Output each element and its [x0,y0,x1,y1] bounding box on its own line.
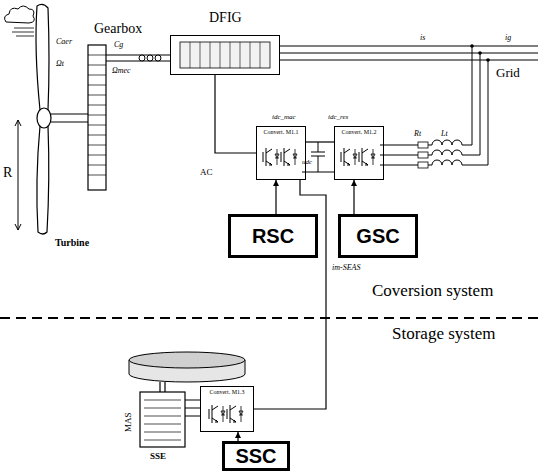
part-label: R [3,166,12,180]
radius-dimension [15,120,21,230]
part-label: Cg [114,41,123,49]
turbine-blade [37,126,49,234]
part-label: im-SEAS [332,264,360,272]
dfig-stator [180,42,270,68]
part-label: idc_res [328,114,348,121]
filter-resistor [418,162,428,168]
converter-box: Convert. M1.1 [256,126,306,180]
gear-teeth [88,55,106,175]
part-label: is [420,34,425,42]
connector-line [215,75,256,153]
connector [306,142,334,143]
flywheel-shaft [160,382,165,392]
converter-label: Convert. M1.1 [257,127,305,136]
controller-label: RSC [252,226,294,246]
connector-line [306,141,334,142]
converter-box: Convert. M1.2 [334,126,384,180]
turbine-blade [36,4,49,110]
filter-resistor [418,152,428,158]
part-label: Caer [56,38,72,46]
coupling [147,55,153,61]
control-box: SSC [222,441,290,471]
induction-machine [140,392,185,447]
part-label: Coversion system [372,282,493,299]
separator-line [0,317,543,319]
cloud [5,6,35,23]
arrow-head [351,180,357,186]
part-label: Rt [414,130,421,138]
part-label: SSE [150,452,166,461]
junction-dot [478,51,482,55]
part-label: Gearbox [94,22,142,36]
junction-dot [470,44,474,48]
dfig-windings [190,42,260,68]
flywheel-top [129,352,245,368]
control-box: GSC [338,214,418,258]
connector [273,180,279,214]
part-label: Storage system [392,325,495,342]
control-box: RSC [228,214,318,258]
part-label: AC [200,168,213,177]
high-speed-shaft [106,55,170,61]
arrow-head [273,180,279,186]
junction-dot [486,58,490,62]
connector [351,180,357,214]
part-label: Ωmec [112,67,131,75]
part-label: Ωt [56,60,64,68]
gearbox-gear [88,45,106,190]
converter-label: Convert. M1.2 [335,127,383,136]
wind-lines [12,28,34,36]
part-label: udc [302,159,312,166]
machine-wires [185,400,200,416]
turbine-hub [37,108,51,128]
part-label: Grid [496,66,520,79]
connector [215,75,256,153]
filter-resistor [418,142,428,148]
filter-inductor [432,140,462,165]
dc-capacitor [302,142,334,172]
grid-lines [280,46,538,60]
controller-label: GSC [356,226,399,246]
controller-label: SSC [235,446,276,466]
dfig-box: DFIG [170,35,280,75]
machine-fins [144,400,181,440]
part-label: idc_mac [272,114,296,121]
converter-box: Convert. M1.3 [200,386,254,432]
part-label: Lt [441,130,448,138]
machine-heading: DFIG [209,10,242,26]
part-label: MAS [124,412,133,432]
coupling [155,55,161,61]
converter-label: Convert. M1.3 [201,387,253,396]
part-label: Turbine [55,238,89,248]
filter-wires [380,46,488,165]
part-label: ig [505,34,511,42]
arrow-head [235,432,241,438]
coupling [139,55,145,61]
connector [235,432,241,441]
low-speed-shaft [51,114,88,122]
